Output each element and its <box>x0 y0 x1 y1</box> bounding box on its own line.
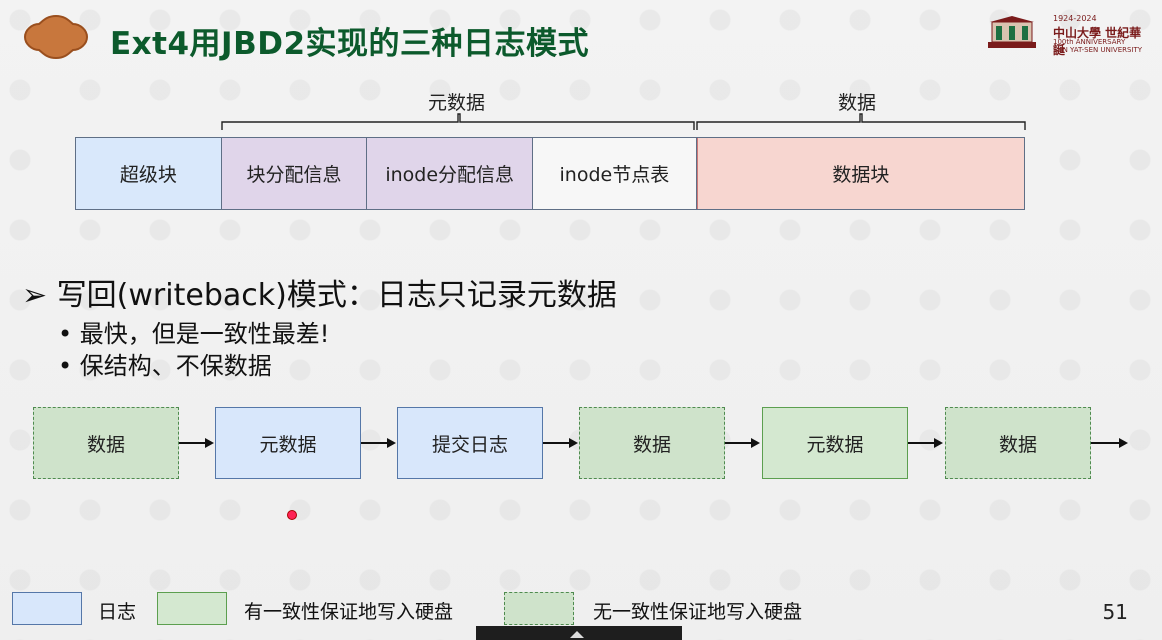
inode-allocation-segment: inode分配信息 <box>367 138 534 209</box>
main-bullet: ➢ 写回(writeback)模式：日志只记录元数据 <box>22 270 617 314</box>
sub-bullet-1-text: 最快，但是一致性最差! <box>79 320 330 348</box>
laser-pointer-icon <box>287 510 297 520</box>
flow-step-commit-log: 提交日志 <box>397 407 543 479</box>
university-anniversary: 100th ANNIVERSARY <box>1053 38 1126 46</box>
data-blocks-segment: 数据块 <box>696 138 1024 209</box>
sub-bullet-1: • 最快，但是一致性最差! <box>58 314 329 349</box>
legend-log-label: 日志 <box>98 601 137 623</box>
main-bullet-text: 写回(writeback)模式：日志只记录元数据 <box>56 278 617 313</box>
flow-arrow-icon <box>543 438 578 448</box>
inode-table-segment: inode节点表 <box>533 138 697 209</box>
writeback-flow: 数据 元数据 提交日志 数据 元数据 数据 <box>33 407 1133 480</box>
bullet-dot-icon: • <box>58 320 80 348</box>
legend-inconsistent-label: 无一致性保证地写入硬盘 <box>593 601 803 623</box>
page-number: 51 <box>1102 600 1128 624</box>
flow-step-data-1: 数据 <box>33 407 179 479</box>
legend-consistent-label: 有一致性保证地写入硬盘 <box>244 601 454 623</box>
sub-bullet-2: • 保结构、不保数据 <box>58 346 272 381</box>
filesystem-layout-bar: 超级块 块分配信息 inode分配信息 inode节点表 数据块 <box>75 137 1025 210</box>
bullet-dot-icon: • <box>58 352 80 380</box>
sub-bullet-2-text: 保结构、不保数据 <box>79 352 272 380</box>
flow-step-data-2: 数据 <box>579 407 725 479</box>
page-title: Ext4用JBD2实现的三种日志模式 <box>110 26 590 62</box>
flow-arrow-icon <box>1091 438 1128 448</box>
data-brace-label: 数据 <box>838 92 877 114</box>
metadata-brace-label: 元数据 <box>428 92 486 114</box>
flow-arrow-icon <box>361 438 396 448</box>
flow-step-metadata-2: 元数据 <box>762 407 908 479</box>
flow-arrow-icon <box>179 438 214 448</box>
superblock-segment: 超级块 <box>76 138 222 209</box>
block-allocation-segment: 块分配信息 <box>221 138 368 209</box>
flow-step-data-3: 数据 <box>945 407 1091 479</box>
university-years: 1924-2024 <box>1053 14 1097 23</box>
bullet-arrow-icon: ➢ <box>22 278 57 313</box>
university-gate-icon <box>988 16 1036 48</box>
flow-arrow-icon <box>725 438 760 448</box>
university-name-cn: 中山大學 世紀華誕 <box>1053 26 1142 57</box>
legend-consistent-swatch <box>157 592 227 625</box>
university-name-en: SUN YAT-SEN UNIVERSITY <box>1053 46 1143 54</box>
legend-inconsistent-swatch <box>504 592 574 625</box>
flow-step-metadata-1: 元数据 <box>215 407 361 479</box>
video-control-bar[interactable] <box>476 626 682 640</box>
flow-arrow-icon <box>908 438 943 448</box>
legend-log-swatch <box>12 592 82 625</box>
slide-logo-icon <box>21 12 91 62</box>
university-logo: 1924-2024 中山大學 世紀華誕 100th ANNIVERSARY SU… <box>986 8 1146 57</box>
